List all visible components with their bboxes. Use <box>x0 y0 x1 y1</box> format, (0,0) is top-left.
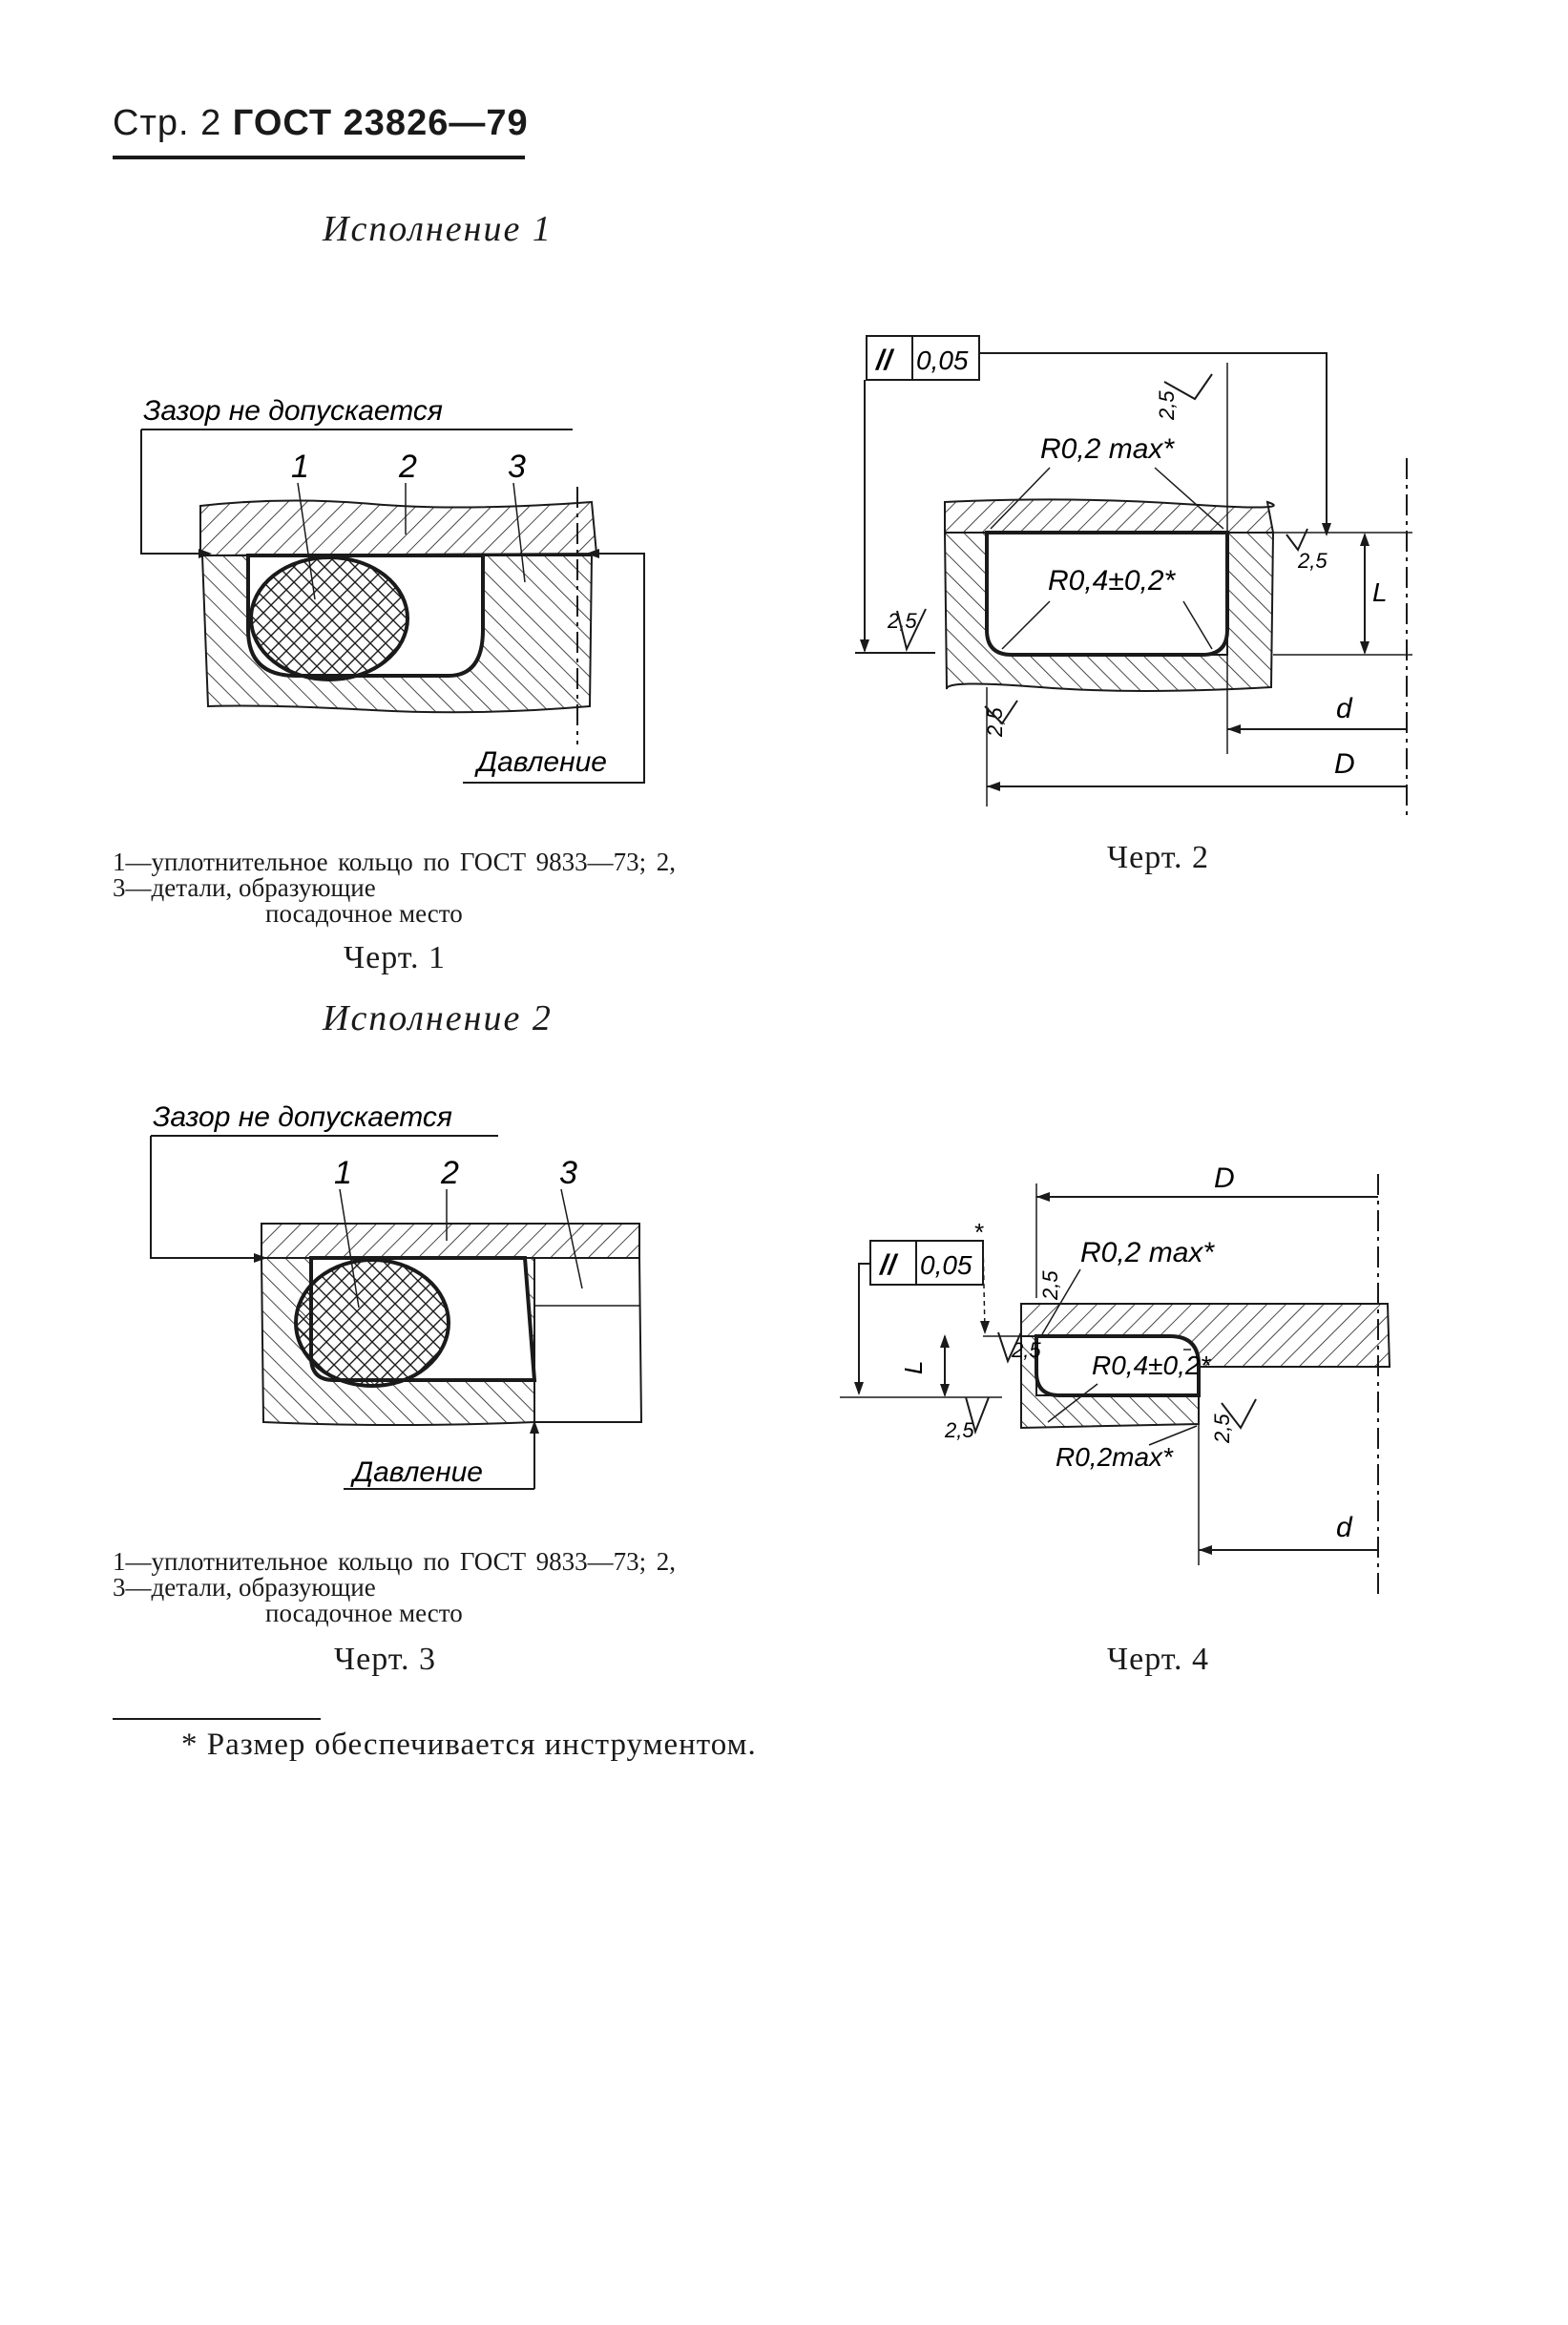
header-rule <box>113 156 525 159</box>
footnote-rule <box>113 1718 321 1720</box>
footnote: * Размер обеспечивается инструментом. <box>181 1728 757 1762</box>
figure-1-drawing: Зазор не допускается Давление 1 2 3 <box>140 395 645 784</box>
fig4-caption: Черт. 4 <box>1107 1642 1210 1677</box>
fig2-dim-d: d <box>1336 693 1353 724</box>
fig1-legend-line2: посадочное место <box>265 899 463 928</box>
fig4-roughness-left-top: 2,5 <box>1011 1338 1041 1362</box>
fig2-roughness-top: 2,5 <box>1155 390 1179 421</box>
variant-1-title: Исполнение 1 <box>323 209 553 249</box>
fig2-tolerance-value: 0,05 <box>916 346 969 375</box>
standard-number: ГОСТ 23826—79 <box>232 103 529 143</box>
fig2-tolerance-symbol: // <box>874 345 894 376</box>
fig3-callout-2: 2 <box>440 1155 459 1191</box>
fig4-dim-D: D <box>1214 1162 1235 1194</box>
fig2-dim-L: L <box>1372 577 1388 607</box>
fig2-dim-D: D <box>1334 748 1355 780</box>
figure-2-drawing: // 0,05 R0,2 max* R0,4±0,2* 2,5 2,5 2,5 … <box>855 335 1412 821</box>
fig4-dim-L: L <box>899 1361 928 1374</box>
fig4-tolerance-symbol: // <box>878 1249 898 1281</box>
variant-2-title: Исполнение 2 <box>323 998 553 1038</box>
fig4-radius-small-top: R0,2 max* <box>1080 1237 1215 1268</box>
figure-4-drawing: D // 0,05 * L R0,2 max* 2,5 R0,4±0,2* 2,… <box>840 1162 1391 1594</box>
page-number: Стр. 2 <box>113 103 222 143</box>
fig3-callout-1: 1 <box>334 1155 352 1191</box>
fig3-gap-note: Зазор не допускается <box>153 1101 452 1133</box>
figure-3-drawing: Зазор не допускается Давление 1 2 3 <box>150 1101 643 1490</box>
fig4-radius-large: R0,4±0,2* <box>1092 1351 1211 1380</box>
fig1-callout-1: 1 <box>291 449 309 485</box>
fig1-pressure-label: Давление <box>474 746 607 778</box>
fig1-legend-line1: 1—уплотнительное кольцо по ГОСТ 9833—73;… <box>113 848 676 902</box>
fig1-callout-2: 2 <box>398 449 417 485</box>
fig3-caption: Черт. 3 <box>334 1642 437 1677</box>
fig4-tolerance-value: 0,05 <box>920 1250 972 1280</box>
fig1-caption: Черт. 1 <box>344 940 447 975</box>
fig2-radius-small: R0,2 max* <box>1040 433 1175 465</box>
fig2-caption: Черт. 2 <box>1107 840 1210 875</box>
fig3-pressure-label: Давление <box>350 1456 483 1488</box>
fig2-roughness-right: 2,5 <box>1297 549 1328 573</box>
page-header: Стр. 2 ГОСТ 23826—79 <box>113 103 529 144</box>
fig1-legend: 1—уплотнительное кольцо по ГОСТ 9833—73;… <box>113 849 676 927</box>
fig4-radius-small-bottom: R0,2max* <box>1056 1442 1174 1472</box>
fig4-roughness-right: 2,5 <box>1210 1414 1234 1444</box>
fig4-roughness-top: 2,5 <box>1038 1270 1062 1301</box>
fig3-legend: 1—уплотнительное кольцо по ГОСТ 9833—73;… <box>113 1549 676 1626</box>
fig3-legend-line1: 1—уплотнительное кольцо по ГОСТ 9833—73;… <box>113 1547 676 1602</box>
fig2-radius-large: R0,4±0,2* <box>1048 565 1177 597</box>
fig3-callout-3: 3 <box>559 1155 577 1191</box>
fig1-gap-note: Зазор не допускается <box>143 395 443 427</box>
fig4-star: * <box>973 1218 984 1246</box>
fig1-callout-3: 3 <box>508 449 526 485</box>
fig3-legend-line2: посадочное место <box>265 1599 463 1627</box>
fig4-roughness-left-bottom: 2,5 <box>944 1418 974 1442</box>
fig4-dim-d: d <box>1336 1512 1353 1543</box>
